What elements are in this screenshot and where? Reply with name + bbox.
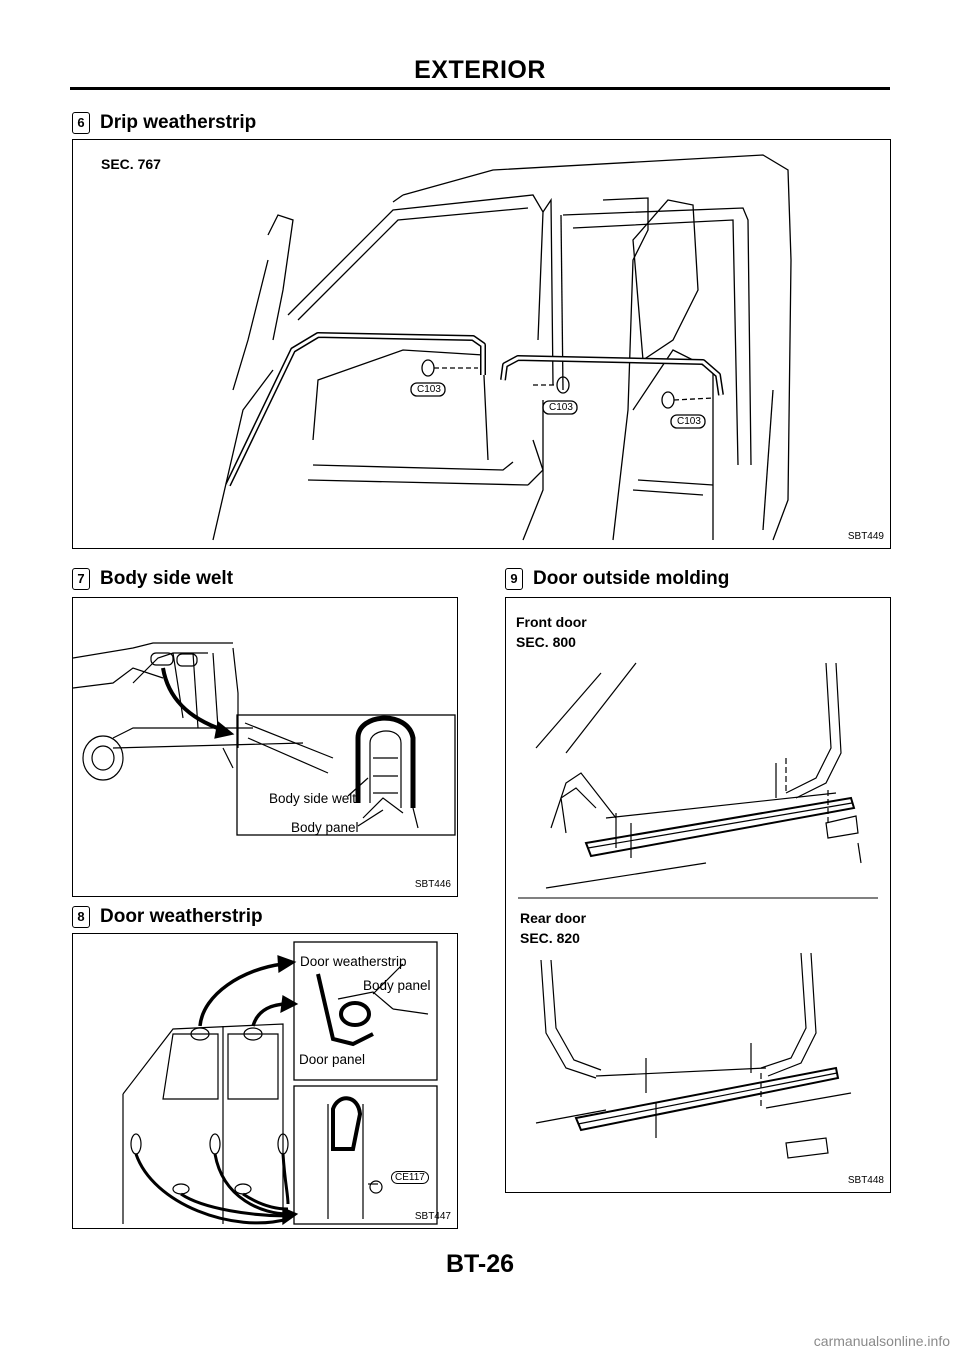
figure-body-side-welt: Body side welt Body panel SBT446 [72, 597, 458, 897]
section-title: Door weatherstrip [100, 906, 263, 927]
section-heading-molding: 9 Door outside molding [505, 568, 729, 590]
front-drip-strip [225, 332, 486, 487]
open-door [602, 197, 649, 541]
sec-label: SEC. 767 [101, 156, 161, 172]
rear-sec-label: SEC. 820 [520, 930, 580, 946]
clip-label: C103 [417, 384, 441, 395]
drip-illustration [212, 154, 792, 541]
section-heading-door-weatherstrip: 8 Door weatherstrip [72, 906, 263, 928]
section-number-badge: 8 [72, 906, 90, 928]
section-number-badge: 9 [505, 568, 523, 590]
front-sec-label: SEC. 800 [516, 634, 576, 650]
header-rule [70, 87, 890, 90]
rear-door-label: Rear door [520, 910, 587, 926]
page-number: BT-26 [445, 1250, 515, 1278]
clip-label: CE117 [391, 1171, 429, 1184]
callout-body-side-welt: Body side welt [269, 791, 357, 806]
section-title: Body side welt [100, 568, 234, 589]
section-heading-drip: 6 Drip weatherstrip [72, 112, 256, 134]
callout-door-weatherstrip: Door weatherstrip [300, 954, 407, 969]
section-number-badge: 7 [72, 568, 90, 590]
rear-door-frame [562, 207, 752, 466]
section-title: Door outside molding [533, 568, 730, 589]
figure-door-weatherstrip: Door weatherstrip Body panel Door panel … [72, 933, 458, 1229]
section-heading-welt: 7 Body side welt [72, 568, 233, 590]
door-weatherstrip-illustration [122, 941, 438, 1226]
figure-code: SBT447 [414, 1211, 451, 1222]
callout-body-panel: Body panel [291, 820, 359, 835]
clip-label: C103 [677, 416, 701, 427]
rear-drip-strip [500, 355, 724, 396]
figure-code: SBT449 [847, 531, 884, 542]
figure-code: SBT448 [847, 1175, 884, 1186]
clip-label: C103 [549, 402, 573, 413]
front-door-label: Front door [516, 614, 587, 630]
figure-door-outside-molding: Front door SEC. 800 Rear door SEC. 820 S… [505, 597, 891, 1193]
callout-door-panel: Door panel [299, 1052, 366, 1067]
molding-illustration [518, 662, 878, 1159]
page-header-title: EXTERIOR [414, 56, 546, 84]
welt-illustration [73, 642, 456, 836]
section-title: Drip weatherstrip [100, 112, 257, 133]
front-window-frame [287, 194, 544, 341]
watermark: carmanualsonline.info [813, 1333, 950, 1349]
figure-code: SBT446 [414, 879, 451, 890]
figure-drip-weatherstrip: SEC. 767 C103 C103 C103 SBT449 [72, 139, 891, 549]
callout-body-panel: Body panel [363, 978, 431, 993]
roof-outline [402, 154, 792, 541]
section-number-badge: 6 [72, 112, 90, 134]
